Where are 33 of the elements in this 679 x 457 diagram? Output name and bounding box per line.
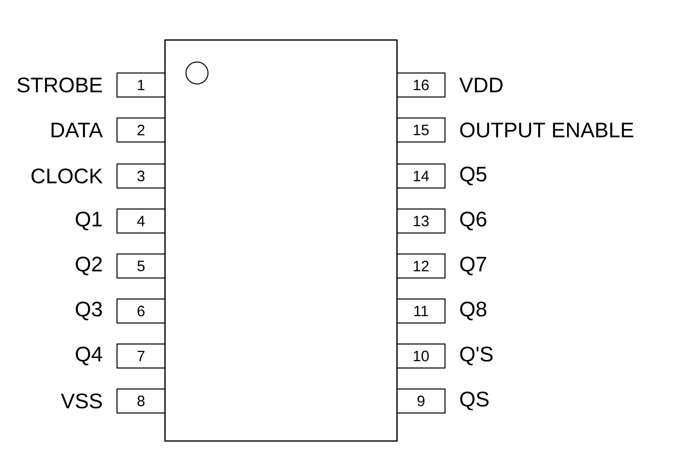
pin-label: Q8 bbox=[460, 302, 486, 320]
pin-box: 6 bbox=[116, 298, 166, 324]
pin-label: DATA bbox=[52, 122, 103, 138]
pin-label: Q'S bbox=[460, 346, 493, 366]
pin-box: 15 bbox=[396, 118, 446, 142]
pin-box: 16 bbox=[396, 72, 446, 98]
pin-label: CLOCK bbox=[32, 168, 103, 184]
pin-box: 7 bbox=[116, 343, 166, 368]
pin-label: STROBE bbox=[17, 78, 102, 92]
pin-label: Q5 bbox=[460, 166, 486, 186]
pin-label: VDD bbox=[459, 78, 503, 92]
pin-box: 11 bbox=[396, 298, 446, 324]
pin-label: Q1 bbox=[76, 212, 102, 230]
pin-box: 14 bbox=[396, 164, 446, 188]
pin-label: Q4 bbox=[76, 346, 102, 366]
chip-body bbox=[164, 39, 398, 442]
pin-label: OUTPUT ENABLE bbox=[460, 122, 634, 138]
pin-label: VSS bbox=[60, 394, 102, 408]
pin-box: 4 bbox=[116, 208, 166, 234]
pin-box: 5 bbox=[116, 254, 166, 278]
pin-box: 8 bbox=[116, 388, 166, 414]
pin-box: 1 bbox=[116, 72, 166, 98]
pin-label: Q3 bbox=[76, 302, 102, 320]
pin-label: QS bbox=[460, 392, 489, 410]
pin-box: 9 bbox=[396, 388, 446, 414]
pin-box: 12 bbox=[396, 254, 446, 278]
pin-label: Q7 bbox=[460, 256, 486, 276]
pin-box: 3 bbox=[116, 164, 166, 188]
pin-box: 2 bbox=[116, 118, 166, 142]
pin-label: Q6 bbox=[460, 212, 486, 230]
pin-box: 13 bbox=[396, 208, 446, 234]
pin-label: Q2 bbox=[76, 256, 102, 276]
pin-box: 10 bbox=[396, 343, 446, 368]
